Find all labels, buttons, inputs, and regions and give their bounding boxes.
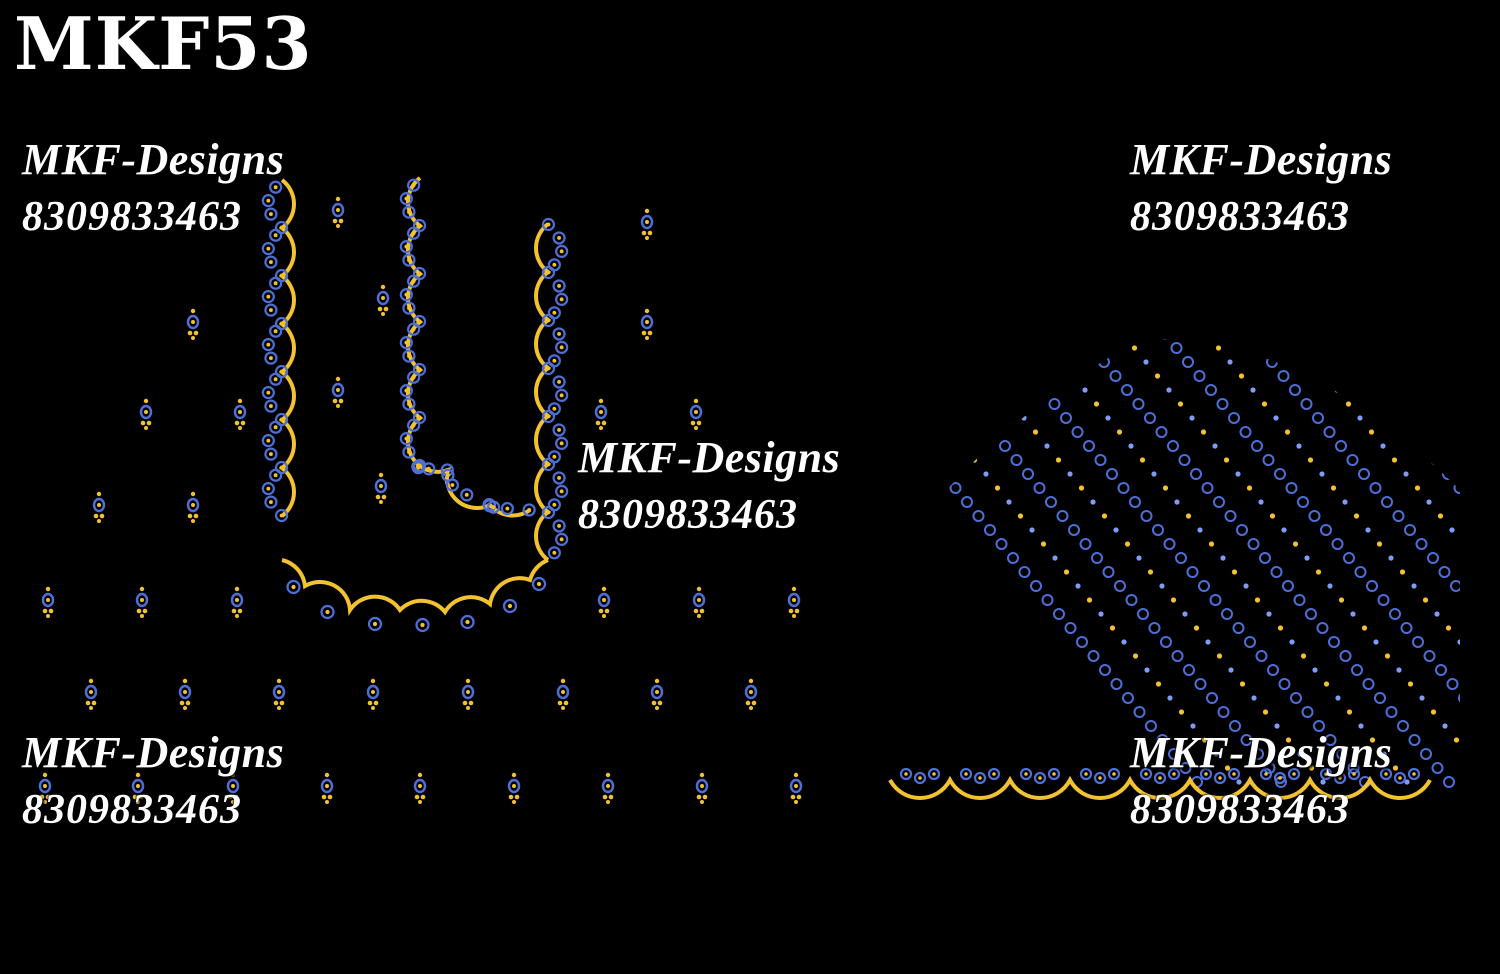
bead-drop-motif-icon	[640, 208, 654, 240]
watermark-bottom-left: MKF-Designs 8309833463	[22, 728, 285, 833]
bead-drop-motif-icon	[692, 586, 706, 618]
bead-drop-motif-icon	[233, 398, 247, 430]
watermark-brand: MKF-Designs	[22, 728, 285, 777]
watermark-brand: MKF-Designs	[22, 135, 285, 184]
bead-drop-motif-icon	[640, 308, 654, 340]
bead-drop-motif-icon	[178, 678, 192, 710]
bead-drop-motif-icon	[135, 586, 149, 618]
neckline-design	[261, 176, 569, 633]
bead-drop-motif-icon	[376, 284, 390, 316]
bead-drop-motif-icon	[507, 772, 521, 804]
bead-drop-motif-icon	[366, 678, 380, 710]
bead-drop-motif-icon	[331, 376, 345, 408]
watermark-phone: 8309833463	[22, 194, 242, 240]
bead-drop-motif-icon	[695, 772, 709, 804]
watermark-phone: 8309833463	[22, 787, 242, 833]
bead-drop-motif-icon	[226, 772, 240, 804]
watermark-brand: MKF-Designs	[1130, 135, 1393, 184]
bead-drop-motif-icon	[186, 491, 200, 523]
bead-drop-motif-icon	[186, 308, 200, 340]
watermark-brand: MKF-Designs	[1130, 728, 1393, 777]
bead-drop-motif-icon	[597, 586, 611, 618]
bead-drop-motif-icon	[556, 678, 570, 710]
watermark-brand: MKF-Designs	[578, 433, 841, 482]
bead-drop-motif-icon	[131, 772, 145, 804]
watermark-top-left: MKF-Designs 8309833463	[22, 135, 285, 240]
watermark-bottom-right: MKF-Designs 8309833463	[1130, 728, 1393, 833]
bead-drop-motif-icon	[650, 678, 664, 710]
bead-drop-motif-icon	[601, 772, 615, 804]
bead-drop-motif-icon	[787, 586, 801, 618]
bead-drop-motif-icon	[331, 196, 345, 228]
bead-drop-motif-icon	[92, 491, 106, 523]
bead-drop-motif-icon	[461, 678, 475, 710]
sleeve-design	[888, 339, 1460, 800]
bead-drop-motif-icon	[744, 678, 758, 710]
watermark-phone: 8309833463	[578, 492, 798, 538]
bead-drop-motif-icon	[84, 678, 98, 710]
bead-drop-motif-icon	[272, 678, 286, 710]
bead-drop-motif-icon	[38, 772, 52, 804]
bead-drop-motif-icon	[139, 398, 153, 430]
bead-drop-motif-icon	[230, 586, 244, 618]
bead-drop-motif-icon	[594, 398, 608, 430]
bead-drop-motif-icon	[41, 586, 55, 618]
scattered-motifs	[38, 196, 803, 804]
watermark-phone: 8309833463	[1130, 194, 1350, 240]
bead-drop-motif-icon	[320, 772, 334, 804]
watermark-top-right: MKF-Designs 8309833463	[1130, 135, 1393, 240]
watermark-phone: 8309833463	[1130, 787, 1350, 833]
bead-drop-motif-icon	[789, 772, 803, 804]
bead-drop-motif-icon	[413, 772, 427, 804]
bead-drop-motif-icon	[374, 472, 388, 504]
design-code-title: MKF53	[14, 1, 313, 86]
bead-drop-motif-icon	[689, 398, 703, 430]
watermark-center: MKF-Designs 8309833463	[578, 433, 841, 538]
